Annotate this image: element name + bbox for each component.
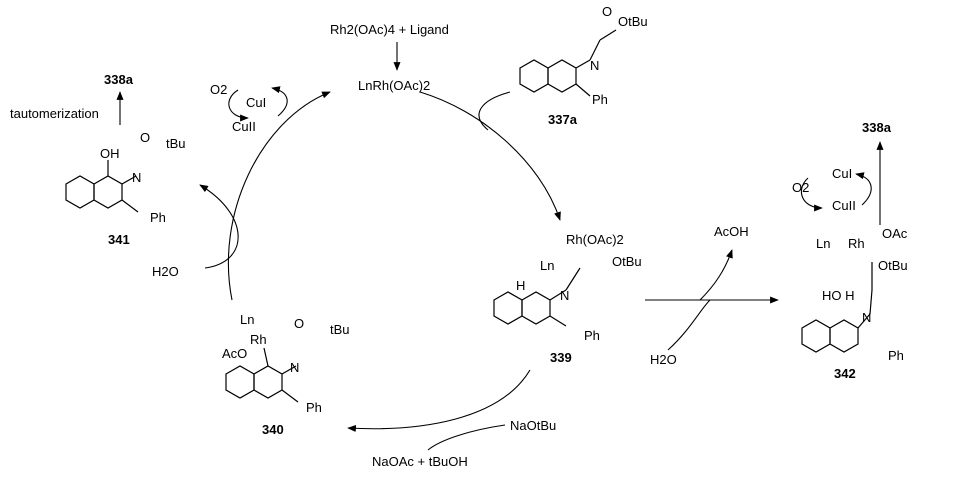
active-catalyst-label: LnRh(OAc)2 xyxy=(358,78,430,93)
cycle-arrow-339-to-340 xyxy=(347,369,531,432)
compound-339: Ln Rh(OAc)2 OtBu H N Ph 339 xyxy=(493,232,642,365)
tbu-340: tBu xyxy=(330,322,350,337)
tbu-341: tBu xyxy=(166,136,186,151)
label-340: 340 xyxy=(262,422,284,437)
o-340: O xyxy=(294,316,304,331)
rh-342: Rh xyxy=(848,236,865,251)
carbonyl-o-337a: O xyxy=(602,4,612,19)
entry-arrow-337a xyxy=(478,91,511,131)
compound-337a: N O OtBu Ph 337a xyxy=(519,4,648,127)
ph-342: Ph xyxy=(888,348,904,363)
n-plus-340: N xyxy=(290,360,299,375)
acetic-acid-label: AcOH xyxy=(714,224,749,239)
byproducts-label: NaOAc + tBuOH xyxy=(372,454,468,469)
o2-right: O2 xyxy=(792,180,809,195)
n-342: N xyxy=(862,310,871,325)
rh-340: Rh xyxy=(250,332,267,347)
label-339: 339 xyxy=(550,350,572,365)
n-plus-341: N xyxy=(132,170,141,185)
o-341: O xyxy=(140,130,150,145)
hoh-342: HO H xyxy=(822,288,855,303)
compound-341: OH O tBu N Ph 341 xyxy=(65,130,186,247)
compound-342: Ln Rh OAc HO H OtBu N Ph 342 xyxy=(801,226,908,381)
ph-339: Ph xyxy=(584,328,600,343)
o2-left: O2 xyxy=(210,82,227,97)
cu-ii-right: CuII xyxy=(832,198,856,213)
compound-340: Ln Rh AcO O tBu N Ph 340 xyxy=(222,312,350,437)
copper-loop-right: O2 CuI CuII xyxy=(792,166,872,213)
oac-342: OAc xyxy=(882,226,908,241)
ln-340: Ln xyxy=(240,312,254,327)
base-label: NaOtBu xyxy=(510,418,556,433)
oh-341: OH xyxy=(100,146,120,161)
n-plus-337a: N xyxy=(590,58,599,73)
water-left-label: H2O xyxy=(152,264,179,279)
label-337a: 337a xyxy=(548,112,578,127)
ph-341: Ph xyxy=(150,210,166,225)
water-right-label: H2O xyxy=(650,352,677,367)
label-342: 342 xyxy=(834,366,856,381)
copper-loop-left: O2 CuI CuII xyxy=(210,82,288,134)
label-341: 341 xyxy=(108,232,130,247)
cu-ii-left: CuII xyxy=(232,119,256,134)
otbu-337a: OtBu xyxy=(618,14,648,29)
arrow-base xyxy=(427,424,506,451)
cycle-arrows xyxy=(116,42,884,451)
product-338a-right: 338a xyxy=(862,120,892,135)
ph-340: Ph xyxy=(306,400,322,415)
cycle-arrow-ln-to-339 xyxy=(419,91,561,221)
ln-342: Ln xyxy=(816,236,830,251)
arrow-h2o-in xyxy=(667,299,711,351)
arrow-h2o-to-341 xyxy=(199,184,239,269)
otbu-339: OtBu xyxy=(612,254,642,269)
rh2-oac4-label: Rh2(OAc)4 + Ligand xyxy=(330,22,449,37)
ln-339: Ln xyxy=(540,258,554,273)
tautomerization-label: tautomerization xyxy=(10,106,99,121)
cu-i-right: CuI xyxy=(832,166,852,181)
h-339: H xyxy=(516,278,525,293)
product-338a-left: 338a xyxy=(104,72,134,87)
aco-340: AcO xyxy=(222,346,247,361)
ph-337a: Ph xyxy=(592,92,608,107)
arrow-acoh-out xyxy=(699,249,733,301)
rh-339: Rh(OAc)2 xyxy=(566,232,624,247)
n-plus-339: N xyxy=(560,288,569,303)
cu-i-left: CuI xyxy=(246,95,266,110)
cycle-arrow-340-to-ln xyxy=(227,91,331,301)
otbu-342: OtBu xyxy=(878,258,908,273)
